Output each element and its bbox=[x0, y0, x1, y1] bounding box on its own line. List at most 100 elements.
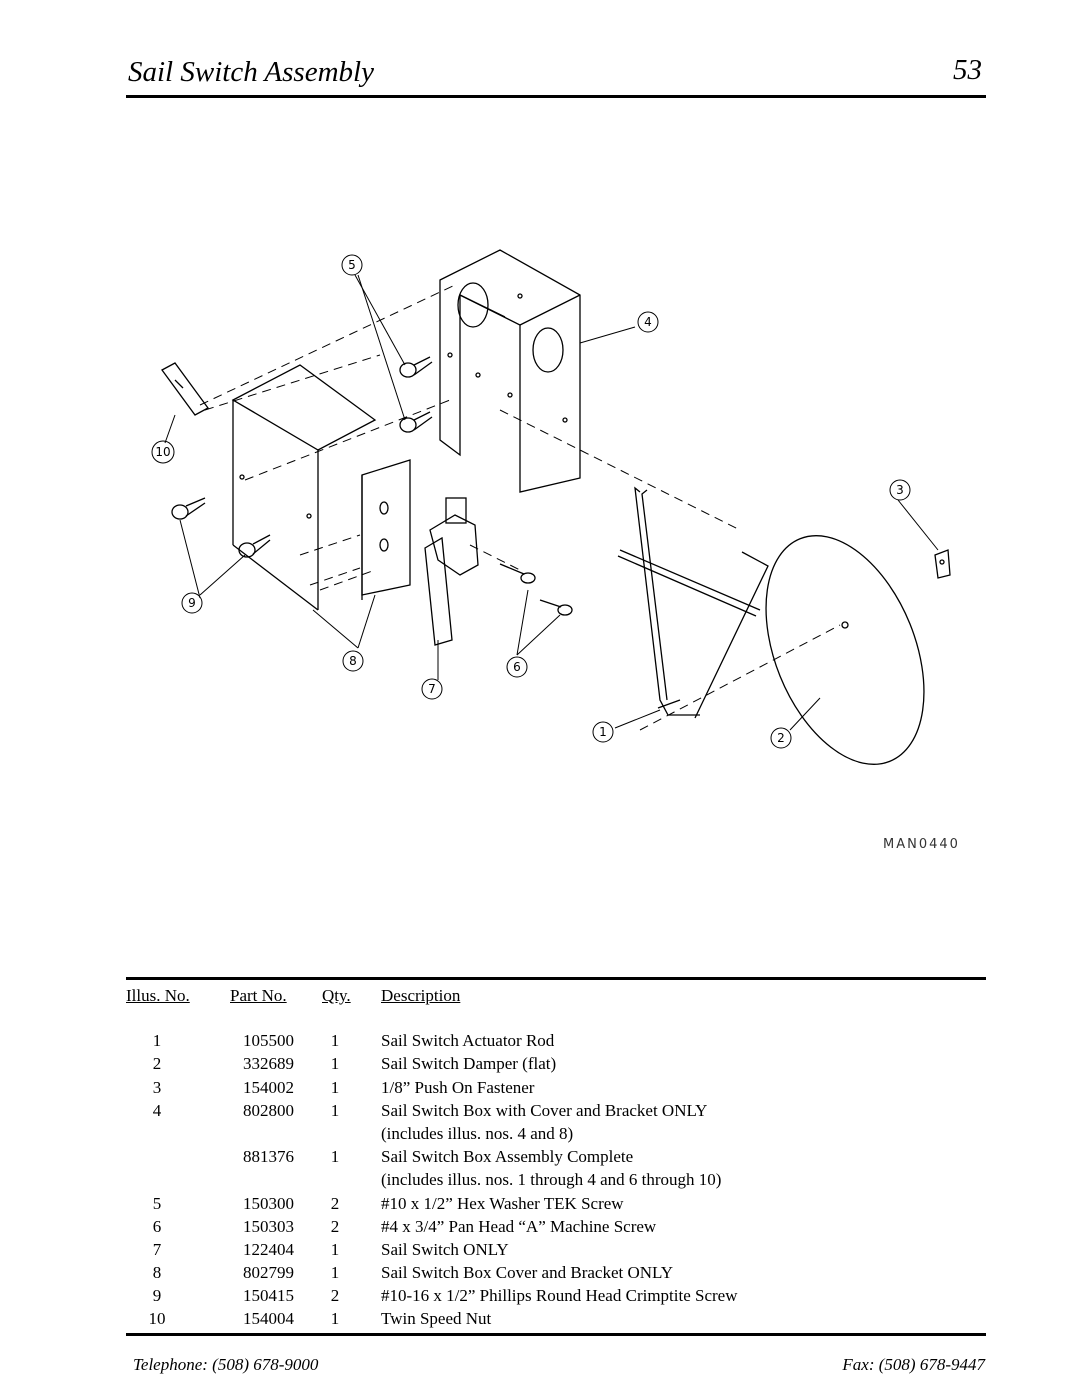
part-no-cell: 154002 bbox=[243, 1077, 294, 1097]
svg-text:8: 8 bbox=[349, 654, 357, 668]
speed-nut-part bbox=[161, 362, 209, 416]
table-row: 4 802800 1 Sail Switch Box with Cover and B… bbox=[126, 1099, 986, 1122]
svg-text:3: 3 bbox=[896, 483, 904, 497]
table-row: 6 150303 2 #4 x 3/4” Pan Head “A” Machine S… bbox=[126, 1215, 986, 1238]
actuator-rod-part bbox=[617, 486, 769, 719]
callout-5: 5 bbox=[341, 254, 363, 276]
description-cell: Sail Switch Damper (flat) bbox=[381, 1054, 557, 1074]
svg-text:4: 4 bbox=[644, 315, 652, 329]
qty-cell: 1 bbox=[330, 1263, 340, 1283]
drawing-code: MAN0440 bbox=[883, 837, 960, 852]
illus-no-cell: 8 bbox=[152, 1263, 162, 1283]
part-no-cell: 105500 bbox=[243, 1031, 294, 1051]
svg-text:2: 2 bbox=[777, 731, 785, 745]
description-cell: Sail Switch ONLY bbox=[381, 1239, 509, 1259]
table-row: (includes illus. nos. 4 and 8) bbox=[126, 1122, 986, 1145]
part-no-cell: 802799 bbox=[243, 1263, 294, 1283]
qty-cell: 1 bbox=[330, 1031, 340, 1051]
table-row: 10 154004 1 Twin Speed Nut bbox=[126, 1307, 986, 1330]
footer-fax: Fax: (508) 678-9447 bbox=[842, 1355, 985, 1374]
bracket-part bbox=[361, 459, 411, 600]
qty-cell: 2 bbox=[330, 1286, 340, 1306]
description-cell: Sail Switch Box with Cover and Bracket O… bbox=[381, 1100, 708, 1120]
table-row: 1 105500 1 Sail Switch Actuator Rod bbox=[126, 1029, 986, 1052]
qty-cell: 2 bbox=[330, 1216, 340, 1236]
description-cell: Sail Switch Actuator Rod bbox=[381, 1031, 555, 1051]
page-title: Sail Switch Assembly bbox=[128, 56, 374, 88]
table-row: 881376 1 Sail Switch Box Assembly Complete bbox=[126, 1145, 986, 1168]
illus-no-cell: 6 bbox=[152, 1216, 162, 1236]
callout-2: 2 bbox=[770, 727, 792, 749]
part-no-cell: 150415 bbox=[243, 1286, 294, 1306]
machine-screws-part bbox=[499, 563, 573, 616]
callout-1: 1 bbox=[592, 721, 614, 743]
description-cell: 1/8” Push On Fastener bbox=[381, 1077, 535, 1097]
table-row: 5 150300 2 #10 x 1/2” Hex Washer TEK Screw bbox=[126, 1192, 986, 1215]
callout-7: 7 bbox=[421, 678, 443, 700]
description-cell: #4 x 3/4” Pan Head “A” Machine Screw bbox=[381, 1216, 657, 1236]
qty-cell: 1 bbox=[330, 1100, 340, 1120]
callout-8: 8 bbox=[342, 650, 364, 672]
qty-cell: 1 bbox=[330, 1309, 340, 1329]
illus-no-cell: 5 bbox=[152, 1193, 162, 1213]
illus-no-cell: 2 bbox=[152, 1054, 162, 1074]
svg-text:10: 10 bbox=[155, 445, 170, 459]
illus-no-cell: 10 bbox=[148, 1309, 166, 1329]
callout-6: 6 bbox=[506, 656, 528, 678]
header-illus-no: Illus. No. bbox=[126, 986, 190, 1005]
header-part-no: Part No. bbox=[230, 986, 287, 1005]
callout-3: 3 bbox=[889, 479, 911, 501]
damper-disc-part bbox=[765, 535, 925, 765]
header-rule bbox=[126, 95, 986, 98]
part-no-cell: 881376 bbox=[243, 1147, 294, 1167]
box-cover-part bbox=[231, 364, 377, 611]
part-no-cell: 802800 bbox=[243, 1100, 294, 1120]
description-cell: Sail Switch Box Assembly Complete bbox=[381, 1147, 634, 1167]
switch-box-part bbox=[439, 249, 581, 493]
description-cell: (includes illus. nos. 1 through 4 and 6 … bbox=[381, 1170, 722, 1190]
footer-telephone: Telephone: (508) 678-9000 bbox=[133, 1355, 319, 1374]
svg-text:1: 1 bbox=[599, 725, 607, 739]
qty-cell: 1 bbox=[330, 1147, 340, 1167]
table-row: 8 802799 1 Sail Switch Box Cover and Bracke… bbox=[126, 1261, 986, 1284]
callout-10: 10 bbox=[151, 440, 175, 464]
description-cell: (includes illus. nos. 4 and 8) bbox=[381, 1123, 574, 1143]
qty-cell: 1 bbox=[330, 1077, 340, 1097]
part-no-cell: 332689 bbox=[243, 1054, 294, 1074]
qty-cell: 1 bbox=[330, 1239, 340, 1259]
illus-no-cell: 7 bbox=[152, 1239, 162, 1259]
header-qty: Qty. bbox=[322, 986, 351, 1005]
table-row: 7 122404 1 Sail Switch ONLY bbox=[126, 1238, 986, 1261]
table-row: (includes illus. nos. 1 through 4 and 6 … bbox=[126, 1168, 986, 1191]
svg-text:5: 5 bbox=[348, 258, 356, 272]
page-number: 53 bbox=[953, 54, 982, 86]
part-no-cell: 150300 bbox=[243, 1193, 294, 1213]
svg-text:9: 9 bbox=[188, 596, 196, 610]
tek-screws-part bbox=[399, 356, 433, 433]
svg-text:7: 7 bbox=[428, 682, 436, 696]
illus-no-cell: 3 bbox=[152, 1077, 162, 1097]
svg-text:6: 6 bbox=[513, 660, 521, 674]
leader-lines bbox=[164, 274, 939, 731]
push-on-fastener-part bbox=[934, 549, 951, 579]
description-cell: Twin Speed Nut bbox=[381, 1309, 492, 1329]
sail-switch-part bbox=[424, 497, 479, 646]
part-no-cell: 150303 bbox=[243, 1216, 294, 1236]
callout-4: 4 bbox=[637, 311, 659, 333]
illus-no-cell: 4 bbox=[152, 1100, 162, 1120]
description-cell: #10 x 1/2” Hex Washer TEK Screw bbox=[381, 1193, 624, 1213]
table-bottom-rule bbox=[126, 1333, 986, 1336]
description-cell: #10-16 x 1/2” Phillips Round Head Crimpt… bbox=[381, 1286, 738, 1306]
qty-cell: 1 bbox=[330, 1054, 340, 1074]
illus-no-cell: 1 bbox=[152, 1031, 162, 1051]
part-no-cell: 154004 bbox=[243, 1309, 294, 1329]
part-no-cell: 122404 bbox=[243, 1239, 294, 1259]
description-cell: Sail Switch Box Cover and Bracket ONLY bbox=[381, 1263, 673, 1283]
crimptite-screws-part bbox=[171, 497, 271, 558]
header-description: Description bbox=[381, 986, 461, 1005]
callout-labels: 1 2 3 4 5 6 7 8 9 10 bbox=[151, 254, 911, 749]
qty-cell: 2 bbox=[330, 1193, 340, 1213]
table-row: 2 332689 1 Sail Switch Damper (flat) bbox=[126, 1052, 986, 1075]
